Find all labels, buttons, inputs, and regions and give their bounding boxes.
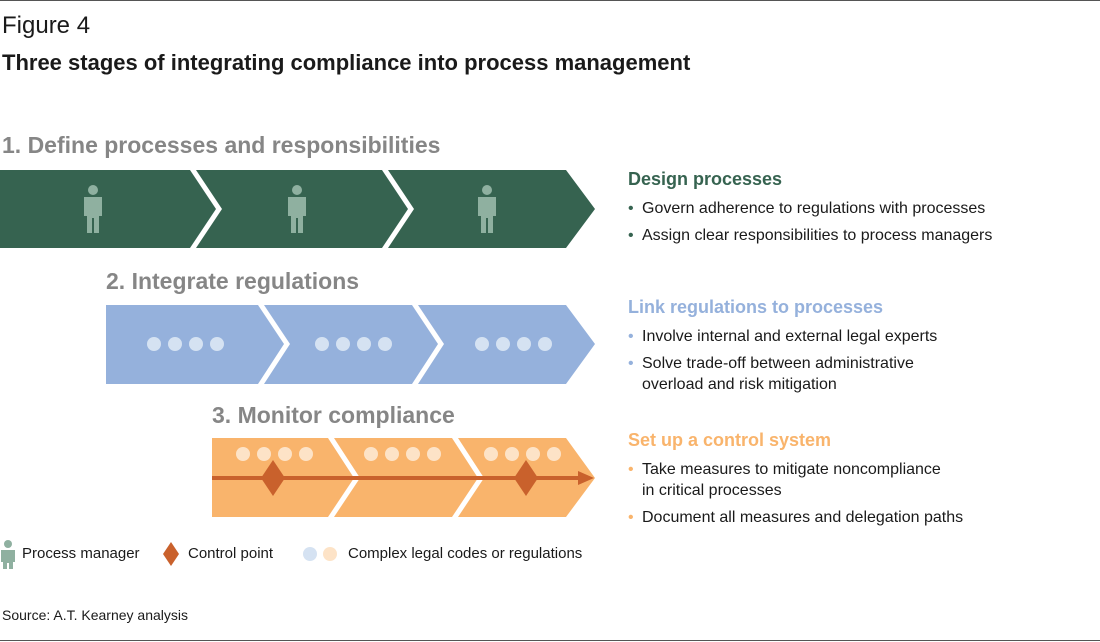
legal-code-dot	[278, 447, 292, 461]
person-icon	[288, 185, 306, 233]
bullet-item: • Assign clear responsibilities to proces…	[628, 225, 992, 246]
bullet-item: • Take measures to mitigate noncompliance…	[628, 459, 963, 501]
source-note: Source: A.T. Kearney analysis	[2, 607, 188, 623]
legal-code-dot	[210, 337, 224, 351]
bullet-text: Document all measures and delegation pat…	[642, 509, 964, 526]
bullet-item: • Document all measures and delegation pa…	[628, 507, 963, 528]
person-icon	[478, 185, 496, 233]
legal-code-dot	[378, 337, 392, 351]
legal-code-dot	[299, 447, 313, 461]
bullet-text: Take measures to mitigate noncompliance …	[642, 461, 941, 499]
legend-process-manager: Process manager	[22, 545, 140, 562]
stage-3-bullets: • Take measures to mitigate noncompliance…	[628, 459, 963, 534]
bullet-text: Solve trade-off between administrative o…	[642, 355, 914, 393]
stage-1-heading: Design processes	[628, 169, 783, 189]
legend-orange-dot-icon	[323, 547, 337, 561]
stage-2-bullets: • Involve internal and external legal exp…	[628, 326, 937, 401]
stage-1-title: 1. Define processes and responsibilities	[2, 132, 441, 158]
stage-1-band	[0, 170, 595, 248]
legal-code-dot	[236, 447, 250, 461]
bullet-text: Involve internal and external legal expe…	[642, 328, 938, 345]
stage-2-heading: Link regulations to processes	[628, 297, 884, 317]
bullet-icon: •	[628, 328, 634, 345]
bottom-rule	[0, 640, 1100, 641]
legal-code-dot	[147, 337, 161, 351]
legal-code-dot	[526, 447, 540, 461]
legal-code-dots	[236, 447, 561, 461]
legal-code-dot	[406, 447, 420, 461]
legal-code-dot	[189, 337, 203, 351]
bullet-icon: •	[628, 227, 634, 244]
legal-code-dot	[475, 337, 489, 351]
legal-code-dot	[505, 447, 519, 461]
legend-person-icon	[1, 540, 15, 569]
legal-code-dot	[547, 447, 561, 461]
control-point-icon	[261, 460, 285, 496]
legend-legal-codes: Complex legal codes or regulations	[348, 545, 583, 562]
legal-code-dot	[168, 337, 182, 351]
bullet-icon: •	[628, 461, 634, 478]
legal-code-dot	[427, 447, 441, 461]
legal-code-dot	[336, 337, 350, 351]
bullet-item: • Solve trade-off between administrative …	[628, 353, 937, 395]
legend-control-point: Control point	[188, 545, 274, 562]
stage-2-title: 2. Integrate regulations	[106, 268, 360, 294]
legal-code-dot	[538, 337, 552, 351]
figure-label: Figure 4	[2, 12, 91, 39]
legend-blue-dot-icon	[303, 547, 317, 561]
legend-control-point-icon	[163, 542, 179, 566]
legal-code-dot	[364, 447, 378, 461]
person-icon	[84, 185, 102, 233]
stage-3-heading: Set up a control system	[628, 430, 832, 450]
bullet-item: • Govern adherence to regulations with pr…	[628, 198, 992, 219]
legal-code-dot	[484, 447, 498, 461]
stage-1-bullets: • Govern adherence to regulations with pr…	[628, 198, 992, 252]
legal-code-dot	[496, 337, 510, 351]
stage-3-title: 3. Monitor compliance	[212, 402, 455, 428]
stage-1-chevron-1	[0, 170, 216, 248]
legal-code-dot	[385, 447, 399, 461]
legal-code-dot	[517, 337, 531, 351]
bullet-text: Govern adherence to regulations with pro…	[642, 200, 986, 217]
bullet-text: Assign clear responsibilities to process…	[642, 227, 993, 244]
stage-3-band	[212, 438, 595, 517]
bullet-icon: •	[628, 355, 634, 372]
bullet-item: • Involve internal and external legal exp…	[628, 326, 937, 347]
figure-title: Three stages of integrating compliance i…	[2, 50, 691, 75]
bullet-icon: •	[628, 200, 634, 217]
stage-2-band	[106, 305, 595, 384]
stage-2-chevron-2	[264, 305, 438, 384]
legal-code-dot	[357, 337, 371, 351]
bullet-icon: •	[628, 509, 634, 526]
legal-code-dot	[315, 337, 329, 351]
top-rule	[0, 0, 1100, 1]
control-arrow-head	[578, 471, 594, 485]
legal-code-dot	[257, 447, 271, 461]
control-point-icon	[514, 460, 538, 496]
legal-code-dots	[147, 337, 552, 351]
